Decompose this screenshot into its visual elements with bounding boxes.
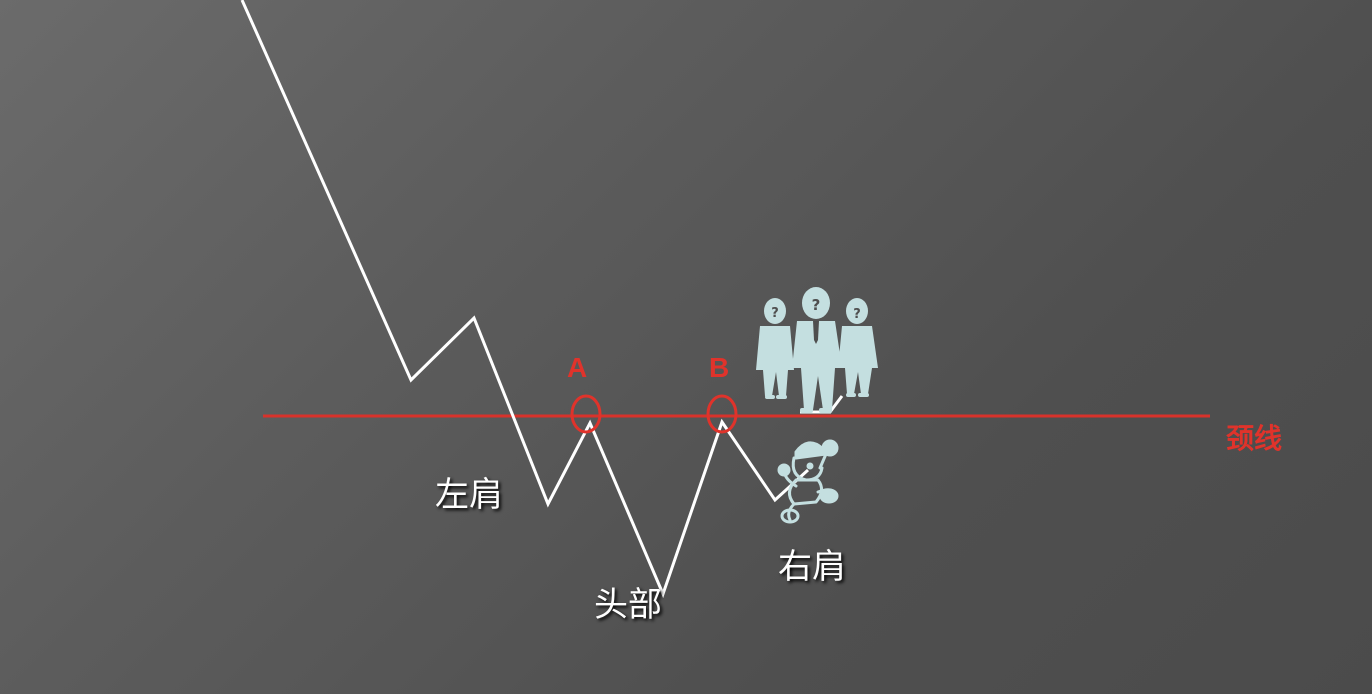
confused-businessmen-icon: ? ? ? bbox=[756, 287, 878, 413]
svg-text:?: ? bbox=[812, 296, 821, 314]
businessman-right: ? bbox=[838, 298, 878, 397]
price-line bbox=[240, 0, 810, 599]
svg-text:?: ? bbox=[771, 306, 779, 321]
businessman-center: ? bbox=[792, 287, 842, 413]
left-shoulder-label: 左肩 bbox=[435, 475, 503, 515]
jumping-plumber-icon bbox=[777, 439, 839, 524]
point-b-circle bbox=[706, 394, 738, 434]
point-a-circle bbox=[570, 394, 602, 434]
svg-text:?: ? bbox=[853, 307, 861, 322]
point-a-label: A bbox=[567, 352, 588, 383]
right-shoulder-label: 右肩 bbox=[778, 547, 846, 587]
point-b-label: B bbox=[709, 352, 730, 383]
neckline-label: 颈线 bbox=[1226, 422, 1283, 455]
head-label: 头部 bbox=[594, 585, 662, 625]
businessman-left: ? bbox=[756, 298, 794, 399]
